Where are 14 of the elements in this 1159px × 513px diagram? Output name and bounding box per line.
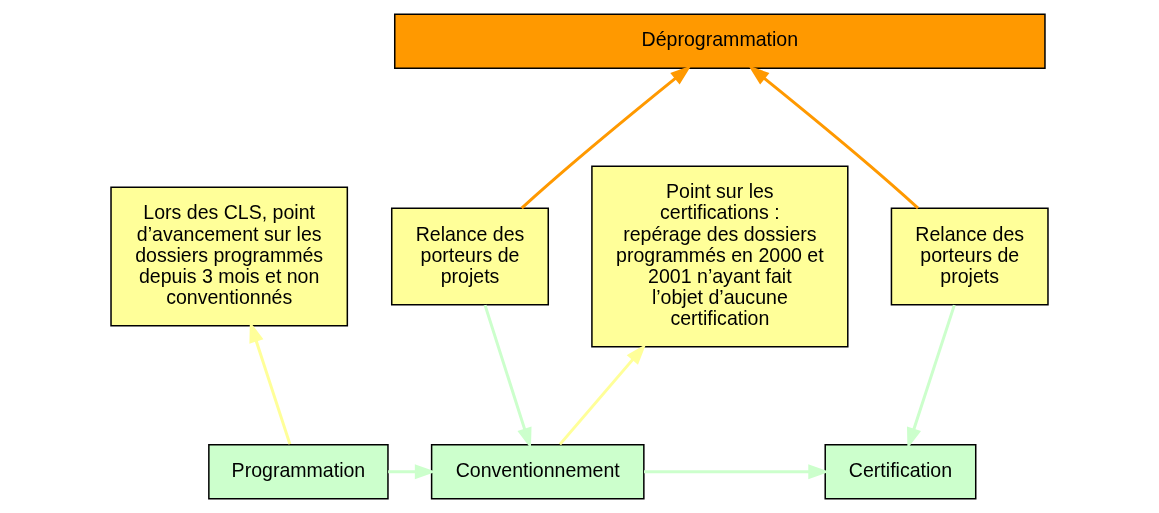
arrow bbox=[907, 304, 956, 449]
node-box: Certification bbox=[824, 443, 977, 500]
arrow bbox=[483, 304, 532, 449]
arrow bbox=[558, 343, 647, 446]
node-box: Point sur les certifications : repérage des dossiers programmés en 2000 et 2001 n’ayant fait l’objet d’aucune certification bbox=[591, 165, 849, 348]
node-box: Relance des porteurs de projets bbox=[390, 207, 550, 306]
node-box: Programmation bbox=[208, 443, 389, 500]
node-box: Relance des porteurs de projets bbox=[890, 207, 1049, 306]
node-box: Déprogrammation bbox=[394, 13, 1046, 70]
arrow bbox=[388, 464, 436, 480]
arrow bbox=[520, 65, 692, 210]
node-box: Lors des CLS, point d’avancement sur les dossiers programmés depuis 3 mois et non conventionnés bbox=[110, 186, 349, 327]
node-box: Conventionnement bbox=[430, 443, 645, 500]
arrow bbox=[748, 65, 919, 210]
